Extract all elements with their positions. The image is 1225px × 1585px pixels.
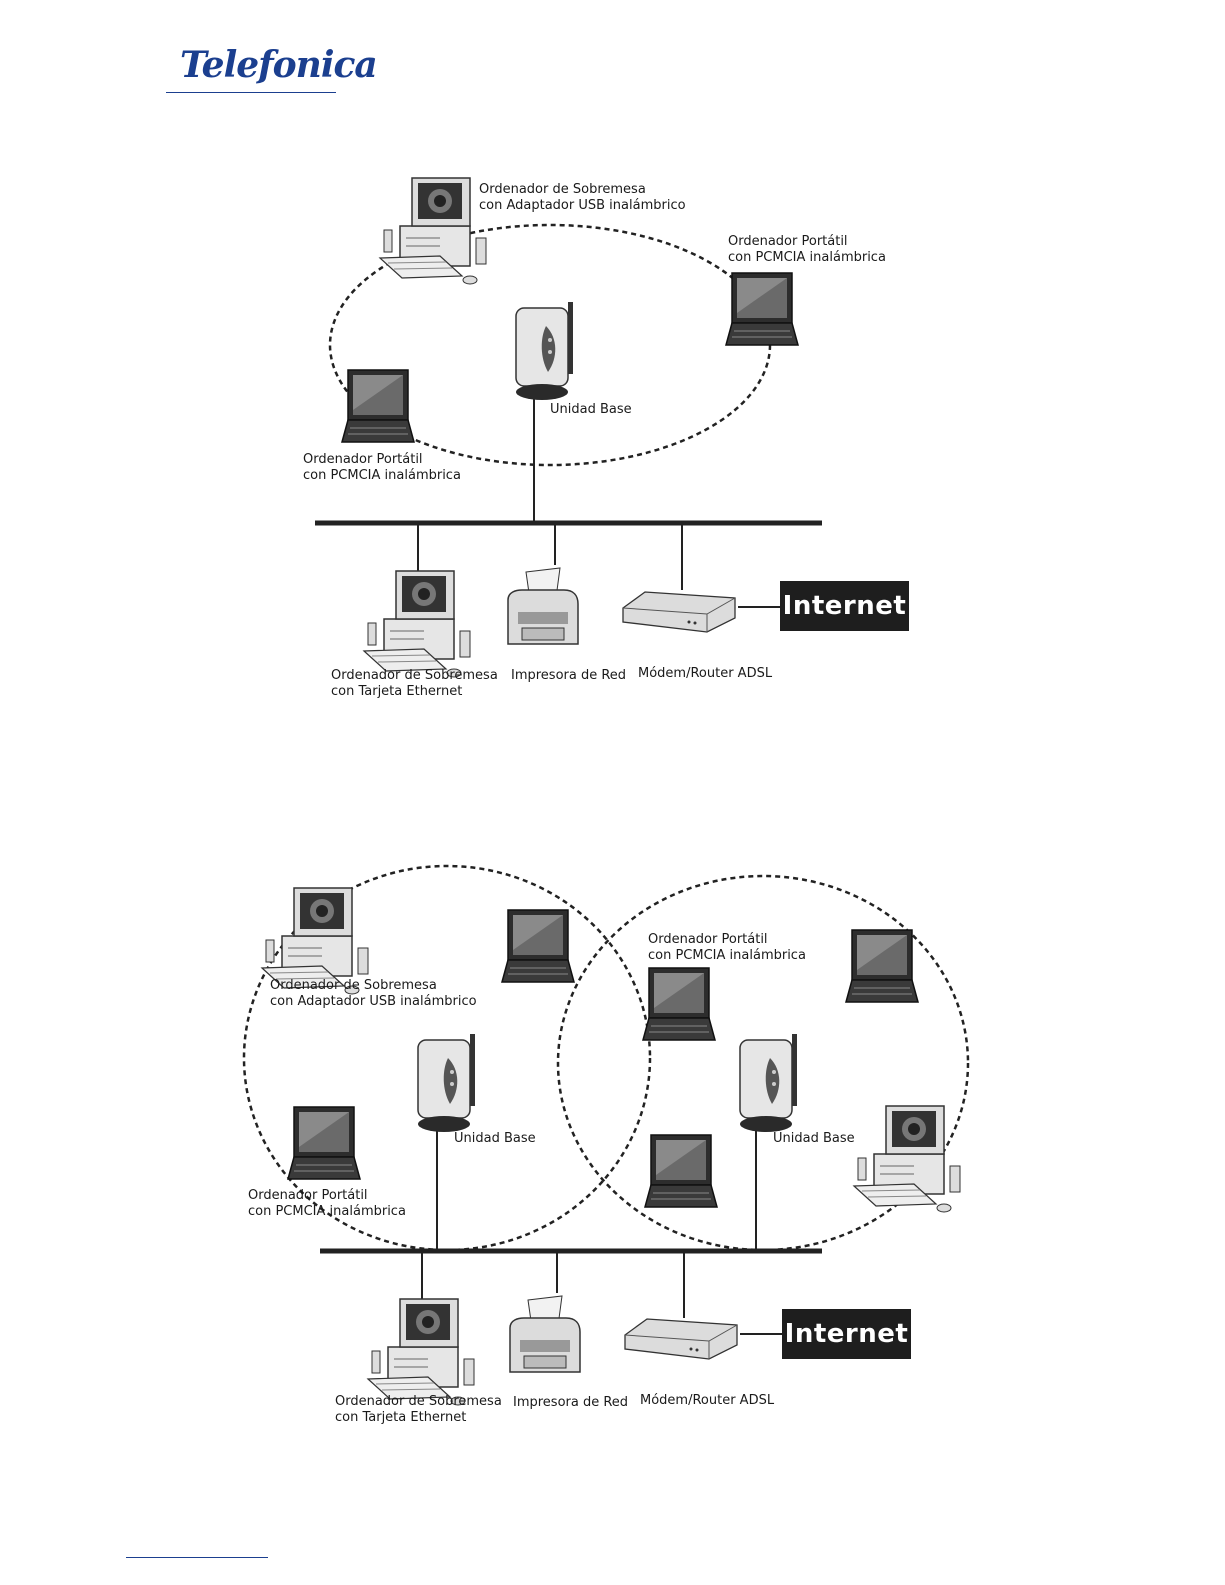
laptop-left-label: Ordenador Portátil con PCMCIA inalámbric…	[248, 1188, 406, 1219]
desktop-ethernet-label: Ordenador de Sobremesa con Tarjeta Ether…	[331, 668, 498, 699]
printer-label: Impresora de Red	[511, 668, 627, 683]
base-unit-label: Unidad Base	[550, 402, 632, 417]
laptop-icon	[644, 1134, 718, 1208]
base-unit-right-label: Unidad Base	[773, 1131, 855, 1146]
desktop-usb-label: Ordenador de Sobremesa con Adaptador USB…	[479, 182, 686, 213]
laptop-icon	[845, 929, 919, 1003]
desktop-ethernet-icon	[367, 1298, 475, 1406]
laptop-icon	[642, 967, 716, 1041]
base-unit-left-label: Unidad Base	[454, 1131, 536, 1146]
modem-label: Módem/Router ADSL	[640, 1393, 775, 1408]
footer-rule	[126, 1557, 268, 1558]
telefonica-logo: Telefonica	[166, 40, 378, 98]
desktop-wifi-icon	[853, 1105, 961, 1213]
internet-box: Internet	[780, 581, 909, 631]
printer-label: Impresora de Red	[513, 1395, 629, 1410]
desktop-ethernet-label: Ordenador de Sobremesa con Tarjeta Ether…	[335, 1394, 502, 1425]
base-unit-right-icon	[739, 1033, 798, 1133]
laptop-icon	[287, 1106, 361, 1180]
printer-icon	[507, 567, 579, 645]
base-unit-left-icon	[417, 1033, 476, 1133]
base-unit-icon	[515, 301, 574, 401]
modem-icon	[624, 1318, 738, 1360]
laptop-right-label: Ordenador Portátil con PCMCIA inalámbric…	[728, 234, 886, 265]
desktop-ethernet-icon	[363, 570, 471, 678]
printer-icon	[509, 1295, 581, 1373]
logo-wordmark: Telefonica	[180, 44, 378, 86]
laptop-icon	[725, 272, 799, 346]
desktop-usb-label: Ordenador de Sobremesa con Adaptador USB…	[270, 978, 477, 1009]
desktop-usb-icon	[379, 177, 487, 285]
internet-box: Internet	[782, 1309, 911, 1359]
modem-icon	[622, 591, 736, 633]
modem-label: Módem/Router ADSL	[638, 666, 773, 681]
laptop-left-label: Ordenador Portátil con PCMCIA inalámbric…	[303, 452, 461, 483]
laptop-middle-label: Ordenador Portátil con PCMCIA inalámbric…	[648, 932, 806, 963]
laptop-icon	[341, 369, 415, 443]
laptop-icon	[501, 909, 575, 983]
logo-underline	[166, 92, 336, 93]
